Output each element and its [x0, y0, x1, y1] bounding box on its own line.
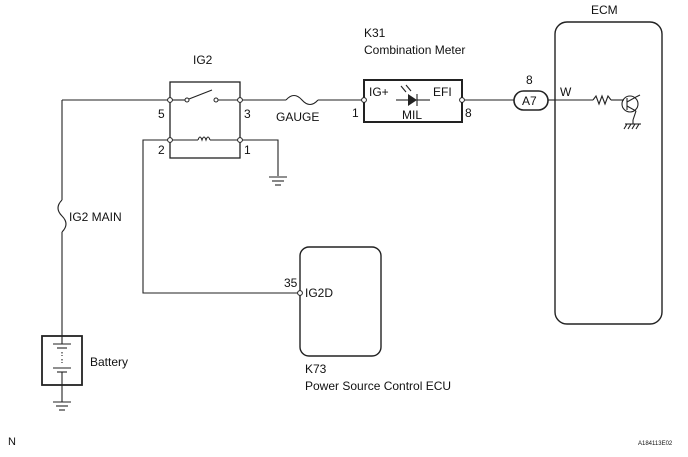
connector-oval	[513, 90, 549, 111]
relay-pin-1-label: 1	[244, 143, 251, 157]
combination-meter-name: Combination Meter	[364, 43, 465, 57]
footer-left-mark: N	[8, 436, 16, 448]
battery: Battery	[41, 335, 128, 386]
relay-pin-2-label: 2	[158, 143, 165, 157]
figure-id: A184113E02	[638, 441, 673, 447]
relay-switch-blade	[188, 89, 213, 100]
fuse-ig2-main-label: IG2 MAIN	[69, 210, 122, 224]
ecu-pin-35-terminal	[297, 290, 303, 296]
ig2-relay-title: IG2	[193, 53, 213, 67]
fuse-ig2-main: IG2 MAIN	[57, 199, 122, 233]
ecm-box	[554, 21, 663, 325]
battery-icon	[53, 336, 71, 385]
resistor-icon	[592, 94, 612, 106]
power-source-ecu-code: K73	[305, 362, 327, 376]
ecm-terminal-w: W	[560, 85, 572, 99]
ig2-relay: IG2 5 3 2 1	[158, 53, 251, 159]
wires	[61, 99, 555, 402]
relay-switch-contact-right	[213, 97, 219, 103]
connector-label: A7	[522, 94, 537, 108]
power-source-ecu: 35 IG2D K73 Power Source Control ECU	[284, 246, 451, 393]
ecu-terminal-ig2d: IG2D	[305, 286, 333, 300]
battery-ground-icon	[53, 401, 71, 411]
fuse-gauge: GAUGE	[276, 94, 319, 124]
fuse-icon	[57, 199, 67, 233]
relay-pin-3-label: 3	[244, 107, 251, 121]
relay-pin-5-terminal	[167, 97, 173, 103]
battery-label: Battery	[90, 355, 128, 369]
ecu-pin-label: 35	[284, 276, 298, 290]
led-ray-2	[405, 84, 412, 92]
relay-pin-3-terminal	[237, 97, 243, 103]
connector-pin-label: 8	[526, 73, 533, 87]
power-source-ecu-box	[299, 246, 382, 357]
relay-switch-contact-left	[184, 97, 190, 103]
wire-relay-to-ground	[240, 139, 279, 176]
wire-relay-to-ecu	[142, 139, 300, 294]
fuse-gauge-label: GAUGE	[276, 110, 319, 124]
meter-terminal-ig-plus: IG+	[369, 85, 389, 99]
relay-pin-2-terminal	[167, 137, 173, 143]
fuse-icon	[285, 94, 319, 106]
transistor-icon	[621, 94, 641, 121]
relay-pin-1-terminal	[237, 137, 243, 143]
combination-meter-code: K31	[364, 26, 386, 40]
meter-pin-8-terminal	[459, 97, 465, 103]
meter-terminal-efi: EFI	[433, 85, 452, 99]
led-icon	[408, 94, 417, 106]
meter-pin-8-label: 8	[465, 106, 472, 120]
ecm-title: ECM	[591, 3, 618, 17]
ig2-relay-box	[169, 81, 241, 159]
power-source-ecu-name: Power Source Control ECU	[305, 379, 451, 393]
meter-pin-1-label: 1	[352, 106, 359, 120]
led-ray-1	[400, 85, 407, 93]
meter-pin-1-terminal	[361, 97, 367, 103]
ecm-ground-icon	[623, 120, 641, 130]
ecm: ECM W	[554, 3, 663, 325]
connector-a7: 8 A7	[513, 73, 549, 111]
relay-coil	[197, 136, 211, 142]
combination-meter: K31 Combination Meter 1 8 IG+ EFI MIL	[352, 26, 472, 123]
ground-icon	[269, 176, 287, 186]
meter-led-mil-label: MIL	[402, 108, 422, 122]
relay-pin-5-label: 5	[158, 107, 165, 121]
